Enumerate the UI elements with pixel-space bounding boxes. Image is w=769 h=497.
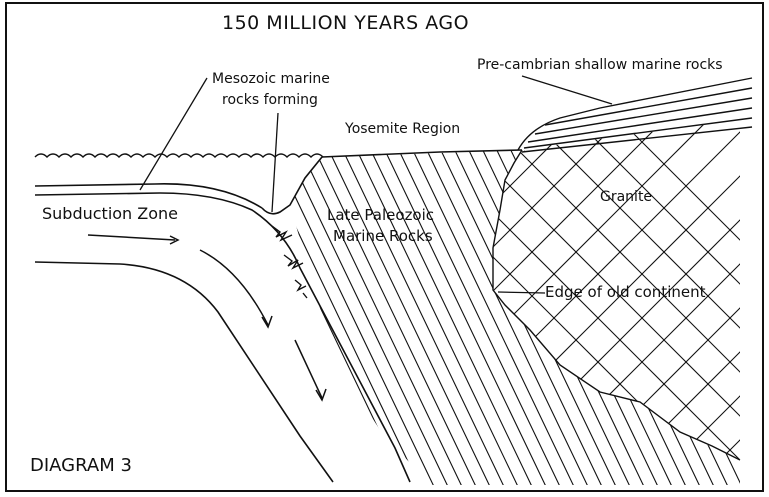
subduction-label: Subduction Zone: [42, 204, 179, 223]
diagram-frame: [5, 2, 764, 492]
continent-edge-label: Edge of old continent: [545, 283, 706, 301]
continental-surface: [321, 149, 523, 158]
late-paleozoic-hatching: [290, 150, 740, 485]
oceanic-plate-upper-surface: [34, 192, 411, 483]
late-paleozoic-label-line1: Late Paleozoic: [327, 206, 435, 224]
late-paleozoic-label-line2: Marine Rocks: [333, 227, 433, 245]
subduction-arrows: [87, 234, 327, 402]
granite-outline: [492, 149, 741, 461]
sawtooth-marks: [271, 225, 308, 299]
mesozoic-label-line1: Mesozoic marine: [212, 71, 330, 87]
oceanic-plate-lower-surface: [34, 261, 334, 483]
figure-label: DIAGRAM 3: [30, 455, 132, 476]
oceanic-plate-top: [34, 183, 263, 209]
diagram-title: 150 MILLION YEARS AGO: [222, 12, 470, 34]
granite-label: Granite: [600, 189, 653, 205]
mesozoic-label-line2: rocks forming: [222, 92, 318, 108]
leader-lines: [139, 75, 613, 294]
precambrian-label: Pre-cambrian shallow marine rocks: [477, 57, 723, 73]
sea-surface: [34, 153, 324, 159]
yosemite-label: Yosemite Region: [345, 121, 461, 137]
trench-basin: [261, 156, 323, 215]
precambrian-layers: [517, 77, 753, 153]
